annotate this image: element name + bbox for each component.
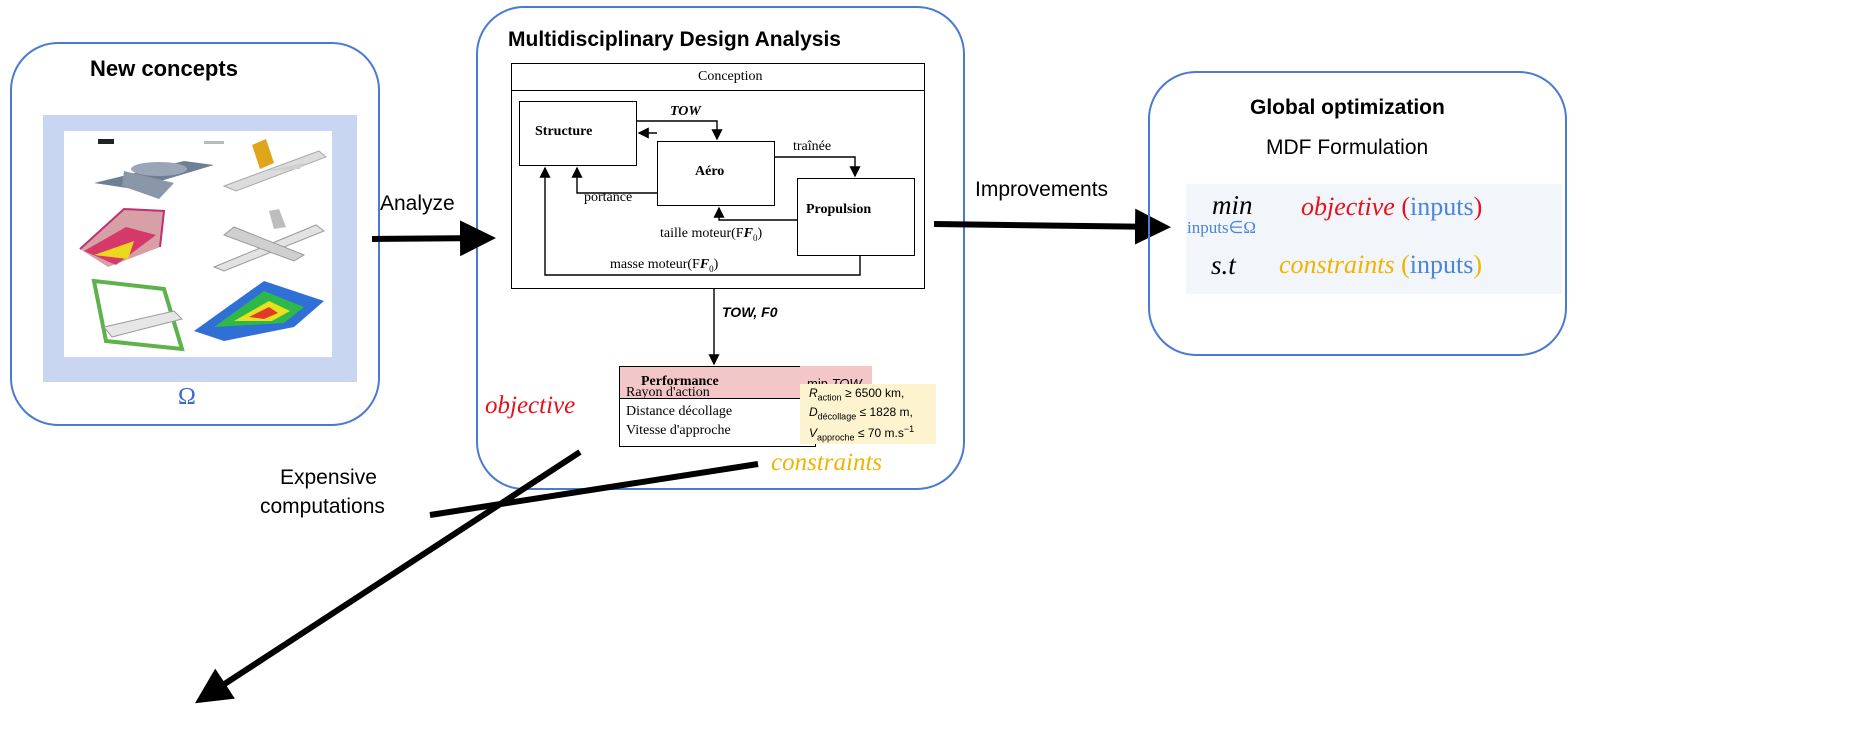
tow-loop-label: TOW — [670, 104, 701, 119]
expensive-arrow — [194, 449, 582, 704]
conception-label: Conception — [698, 69, 763, 84]
portance-label: portance — [584, 190, 633, 205]
analyze-label: Analyze — [380, 192, 455, 215]
mdf-formulation-label: MDF Formulation — [1266, 136, 1429, 159]
performance-label: Performance — [641, 374, 719, 389]
new-concepts-panel — [10, 42, 380, 426]
aircraft-concepts-illustration — [79, 139, 327, 352]
improvements-label: Improvements — [975, 178, 1109, 201]
new-concepts-title: New concepts — [90, 56, 238, 81]
min-operator: min — [1212, 190, 1253, 220]
constraint-takeoff: Ddécollage ≤ 1828 m, — [809, 405, 913, 422]
mda-title: Multidisciplinary Design Analysis — [508, 28, 841, 51]
perf-item-approach: Vitesse d'approche — [626, 423, 731, 438]
performance-header — [620, 367, 815, 399]
constraints-label: constraints — [771, 449, 883, 476]
aircraft-concept-3 — [79, 207, 166, 267]
tow-f0-label: TOW, F0 — [722, 304, 778, 320]
expensive-label-line2: computations — [260, 495, 385, 518]
objective-expression: objective (inputs) — [1301, 192, 1483, 221]
aircraft-concept-5 — [91, 278, 185, 352]
perf-item-takeoff: Distance décollage — [626, 404, 733, 419]
propulsion-label: Propulsion — [806, 202, 872, 217]
aircraft-concept-6 — [194, 281, 324, 341]
min-domain-subscript: inputs∈Ω — [1187, 218, 1257, 237]
aero-label: Aéro — [695, 164, 725, 179]
domain-omega-label: Ω — [178, 384, 196, 410]
propulsion-box — [797, 178, 915, 256]
concepts-image — [64, 131, 332, 357]
structure-label: Structure — [535, 124, 593, 139]
constraints-feed-line — [429, 461, 759, 518]
aircraft-concept-1 — [94, 139, 224, 199]
taille-moteur-label: taille moteur(FF0) — [660, 226, 763, 243]
aero-box — [657, 141, 775, 206]
global-optimization-title: Global optimization — [1250, 96, 1445, 119]
masse-moteur-label: masse moteur(FF0) — [610, 257, 719, 274]
subject-to-label: s.t — [1211, 250, 1236, 280]
perf-item-range: Rayon d'action — [626, 385, 710, 400]
analyze-arrow — [371, 220, 496, 257]
trainee-label: traînée — [793, 139, 832, 154]
improvements-arrow — [933, 208, 1171, 245]
global-optimization-panel — [1148, 71, 1567, 356]
objective-label: objective — [485, 392, 576, 419]
constraint-approach: Vapproche ≤ 70 m.s−1 — [809, 424, 915, 443]
structure-box — [519, 101, 637, 166]
expensive-label-line1: Expensive — [280, 466, 377, 489]
formulation-background — [1186, 184, 1562, 294]
aircraft-concept-2 — [222, 139, 327, 192]
constraints-math-highlight — [800, 384, 936, 444]
constraints-expression: constraints (inputs) — [1279, 250, 1482, 279]
conception-header — [511, 63, 925, 91]
aircraft-concept-4 — [212, 209, 326, 272]
constraint-range: Raction ≥ 6500 km, — [809, 386, 905, 403]
